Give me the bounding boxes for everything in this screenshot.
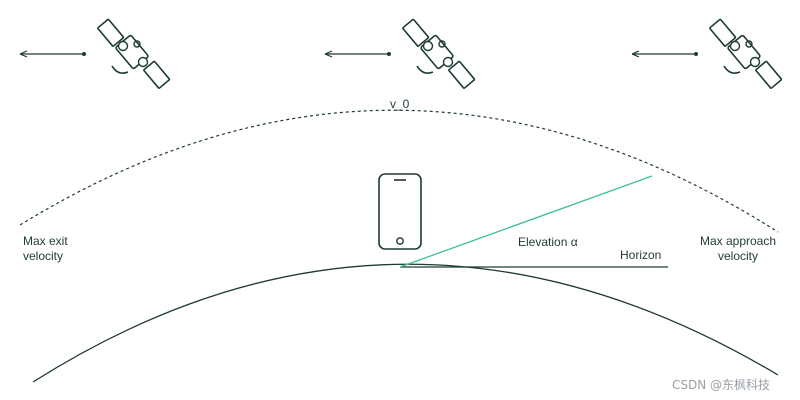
earth-surface xyxy=(32,263,779,383)
satellite-icon xyxy=(708,18,783,90)
max-approach-label-line1: Max approach xyxy=(700,234,776,248)
max-exit-label-line2: velocity xyxy=(23,249,63,263)
elevation-line xyxy=(399,175,653,268)
satellite-left xyxy=(19,18,171,90)
elevation-label: Elevation α xyxy=(518,235,578,249)
smartphone-icon xyxy=(378,173,422,250)
watermark: CSDN @东枫科技 xyxy=(672,377,770,392)
satellite-right xyxy=(631,18,783,90)
horizon-label: Horizon xyxy=(620,248,661,262)
satellite-icon xyxy=(401,18,476,90)
max-approach-label-line2: velocity xyxy=(718,249,758,263)
satellite-icon xyxy=(96,18,171,90)
v0-label: v_0 xyxy=(390,97,410,111)
satellite-center xyxy=(324,18,476,90)
orbit-path xyxy=(19,109,779,233)
max-exit-label-line1: Max exit xyxy=(23,234,68,248)
